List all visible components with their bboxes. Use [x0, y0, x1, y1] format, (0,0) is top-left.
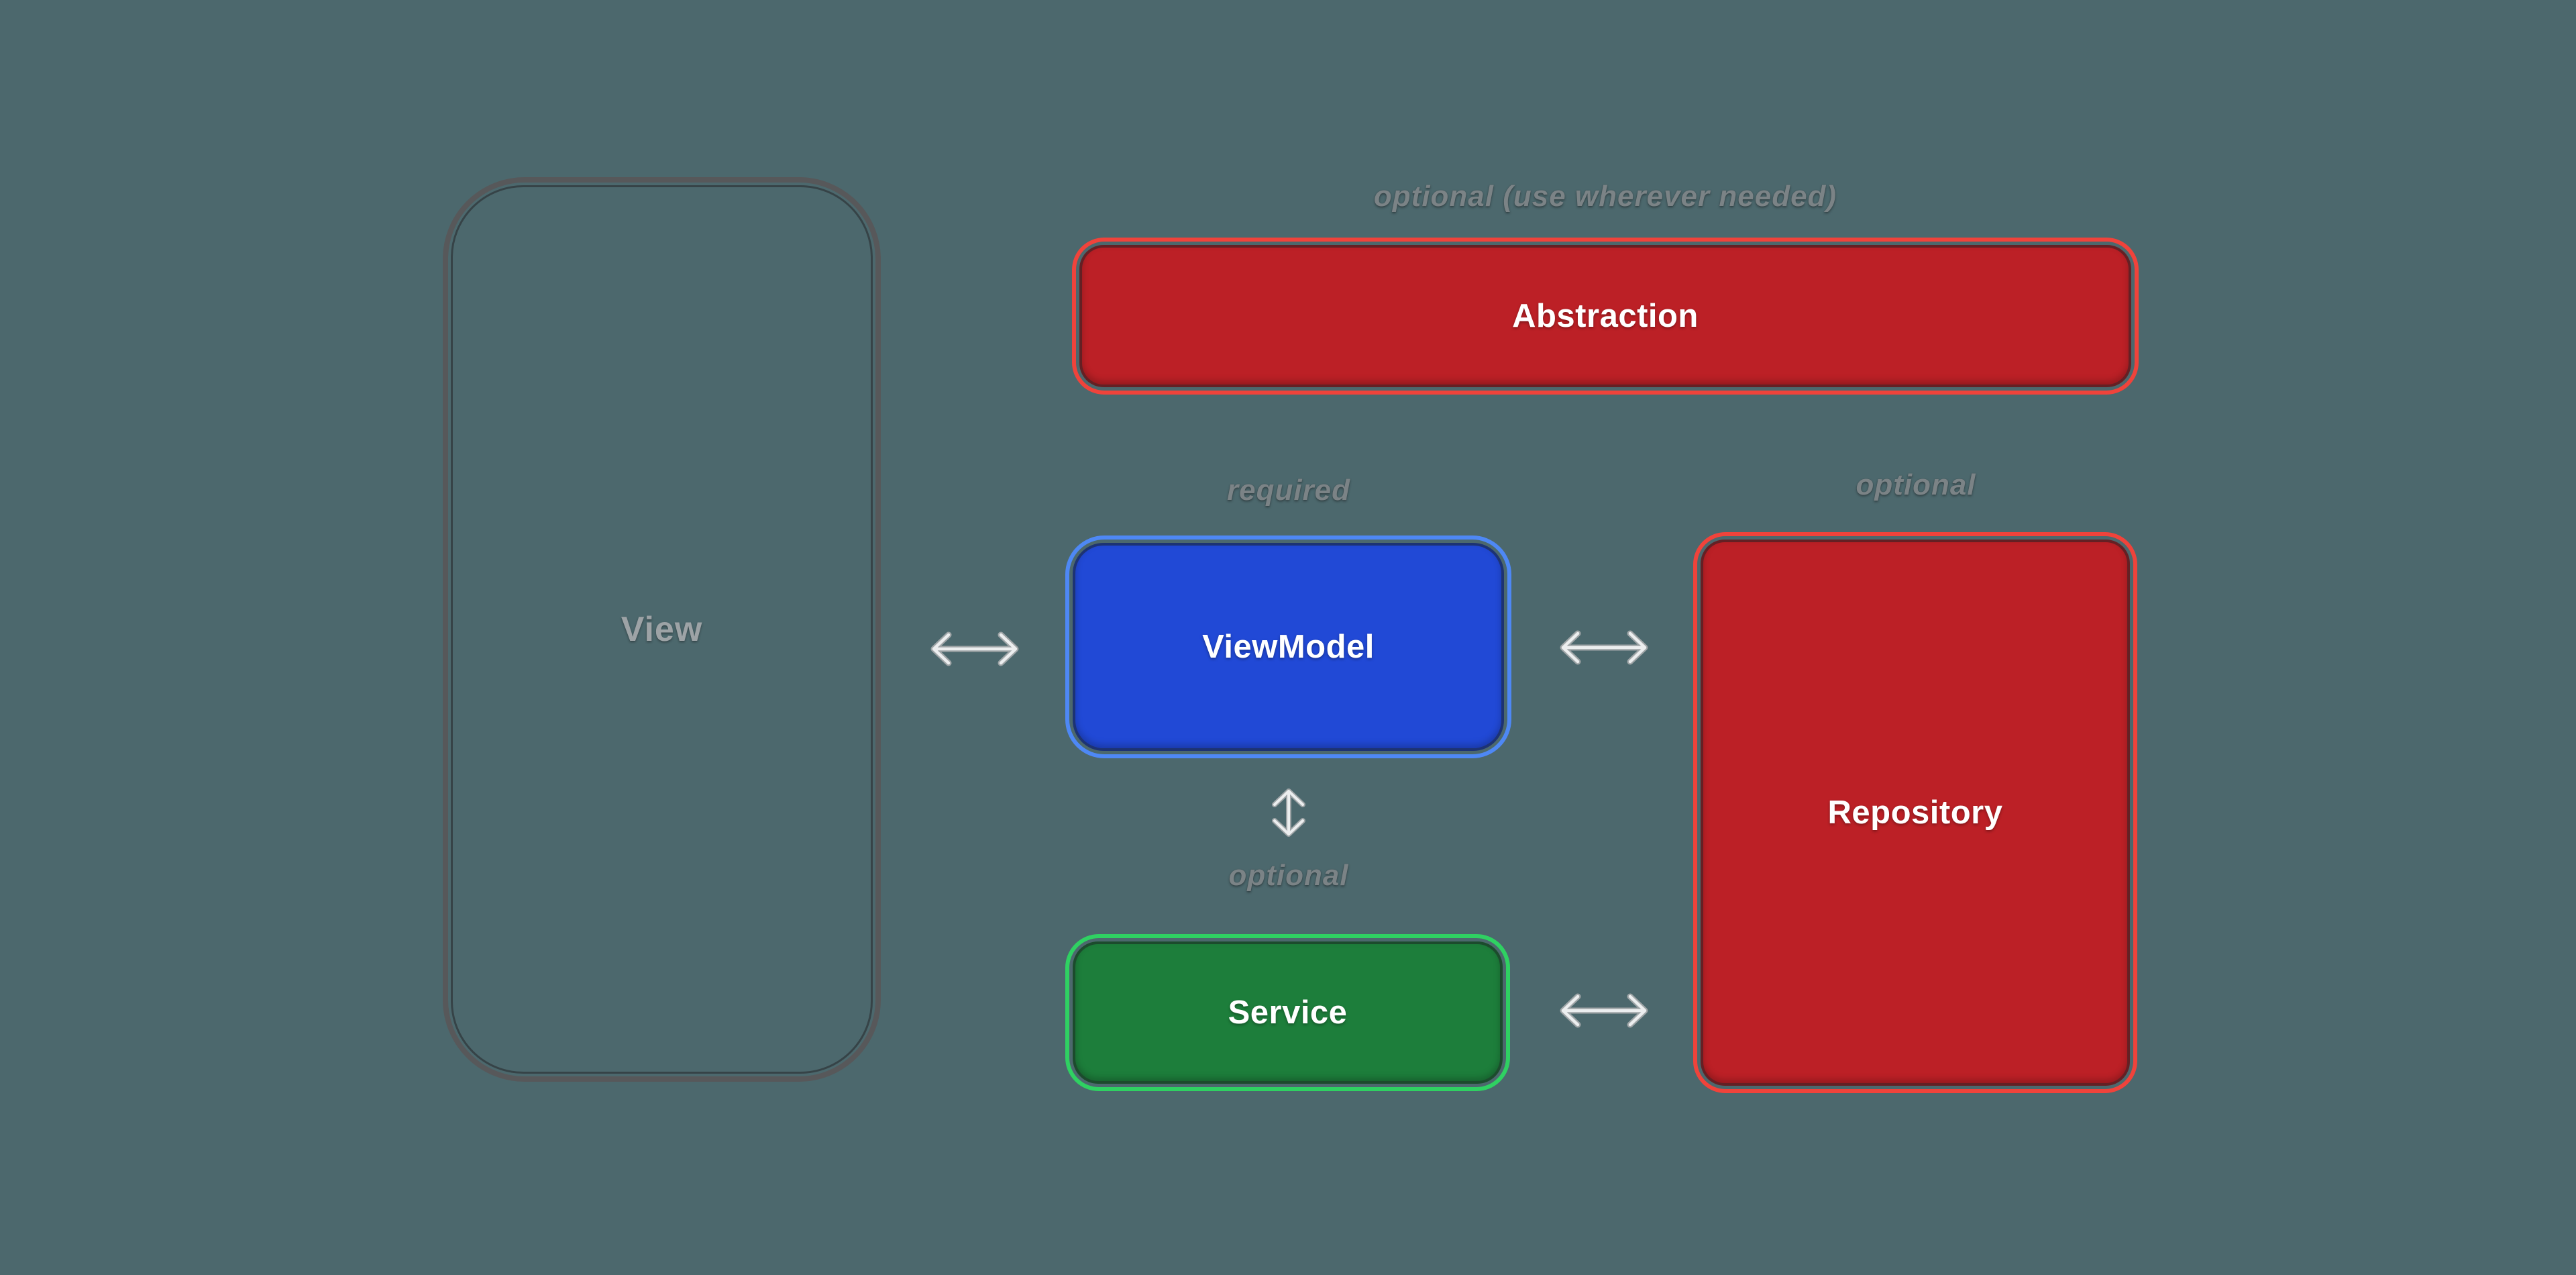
node-view: View — [443, 177, 881, 1082]
node-view-label: View — [621, 610, 703, 649]
node-viewmodel-label: ViewModel — [1202, 629, 1375, 665]
caption-service: optional — [1228, 859, 1349, 892]
double-arrow-horizontal-icon — [1560, 630, 1648, 665]
node-repository: Repository — [1693, 532, 2137, 1093]
double-arrow-vertical-icon — [1272, 788, 1305, 837]
node-service-label: Service — [1228, 994, 1348, 1031]
node-repository-label: Repository — [1827, 795, 2003, 831]
node-abstraction: Abstraction — [1072, 238, 2139, 395]
caption-repository: optional — [1856, 468, 1976, 501]
double-arrow-horizontal-icon — [930, 631, 1019, 666]
node-repository-body: Repository — [1701, 540, 2130, 1086]
node-viewmodel: ViewModel — [1065, 536, 1511, 758]
node-service: Service — [1065, 934, 1510, 1091]
caption-abstraction: optional (use wherever needed) — [1373, 180, 1837, 213]
node-abstraction-label: Abstraction — [1512, 298, 1699, 334]
node-viewmodel-body: ViewModel — [1073, 543, 1504, 751]
caption-viewmodel: required — [1226, 474, 1351, 507]
double-arrow-horizontal-icon — [1560, 993, 1648, 1028]
node-service-body: Service — [1073, 941, 1503, 1084]
node-abstraction-body: Abstraction — [1079, 245, 2131, 387]
